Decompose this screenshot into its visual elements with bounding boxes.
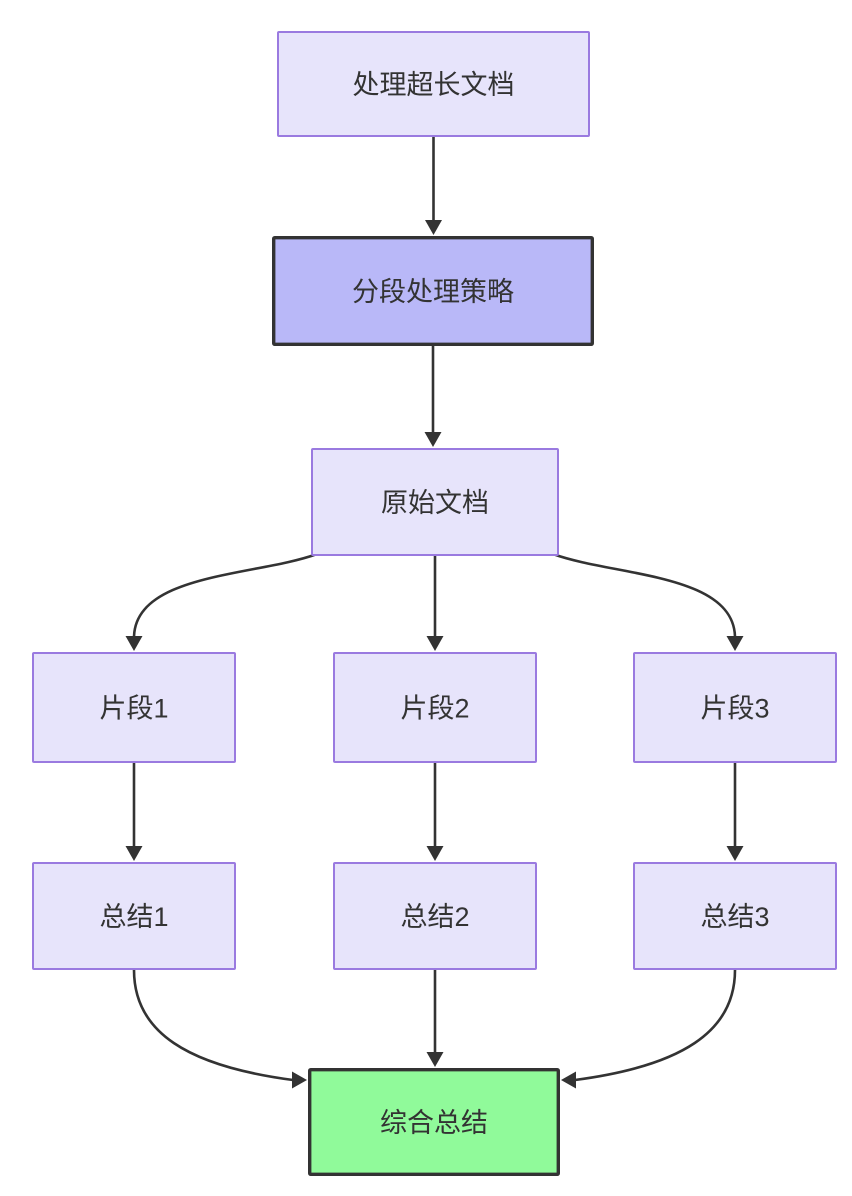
flow-edge-source-doc-to-fragment-2 <box>426 556 444 651</box>
node-box <box>333 652 537 763</box>
arrow-head <box>726 636 744 651</box>
flow-node-summary-2[interactable]: 总结2 <box>333 862 537 970</box>
flow-node-source-doc[interactable]: 原始文档 <box>311 448 559 556</box>
node-label: 综合总结 <box>380 1108 488 1138</box>
node-box <box>333 862 537 970</box>
flow-node-fragment-2[interactable]: 片段2 <box>333 652 537 763</box>
node-label: 分段处理策略 <box>352 277 514 307</box>
arrow-head <box>125 636 143 651</box>
node-box <box>308 1067 561 1176</box>
arrow-head <box>424 432 442 447</box>
arrow-head <box>125 846 143 861</box>
flow-node-chunk-strategy[interactable]: 分段处理策略 <box>272 235 595 346</box>
node-label: 片段3 <box>700 694 769 724</box>
node-label: 总结2 <box>400 902 469 932</box>
arrow-head <box>425 220 442 235</box>
flow-edge-summary-1-to-final-summary <box>132 969 307 1089</box>
flow-node-fragment-1[interactable]: 片段1 <box>32 652 236 763</box>
node-label: 处理超长文档 <box>353 70 515 100</box>
flow-edge-doc-handling-to-chunk-strategy <box>425 137 442 235</box>
node-label: 原始文档 <box>381 488 489 518</box>
flow-edge-chunk-strategy-to-source-doc <box>424 346 442 447</box>
node-label: 片段2 <box>400 694 469 724</box>
arrow-head <box>561 1071 576 1089</box>
node-box <box>633 862 837 970</box>
node-box <box>32 652 236 763</box>
flow-node-summary-1[interactable]: 总结1 <box>32 862 236 970</box>
edge-layer <box>125 137 744 1089</box>
node-label: 总结3 <box>700 902 769 932</box>
flow-node-doc-handling[interactable]: 处理超长文档 <box>277 31 590 137</box>
flow-node-summary-3[interactable]: 总结3 <box>633 862 837 970</box>
flow-node-final-summary[interactable]: 综合总结 <box>308 1067 561 1176</box>
flow-edge-fragment-2-to-summary-2 <box>426 763 444 861</box>
arrow-head <box>426 636 444 651</box>
flow-edge-summary-2-to-final-summary <box>426 970 444 1067</box>
flow-edge-summary-3-to-final-summary <box>561 969 737 1089</box>
node-label: 片段1 <box>99 694 168 724</box>
node-label: 总结1 <box>99 902 168 932</box>
arrow-head <box>292 1071 307 1089</box>
flow-edge-fragment-1-to-summary-1 <box>125 763 143 861</box>
flow-node-fragment-3[interactable]: 片段3 <box>633 652 837 763</box>
flow-edge-source-doc-to-fragment-3 <box>552 552 744 651</box>
arrow-head <box>726 846 744 861</box>
flow-edge-source-doc-to-fragment-1 <box>125 552 318 651</box>
flow-edge-fragment-3-to-summary-3 <box>726 763 744 861</box>
node-box <box>633 652 837 763</box>
node-box <box>272 235 595 346</box>
node-box <box>32 862 236 970</box>
arrow-head <box>426 1052 444 1067</box>
node-box <box>277 31 590 137</box>
node-box <box>311 448 559 556</box>
arrow-head <box>426 846 444 861</box>
